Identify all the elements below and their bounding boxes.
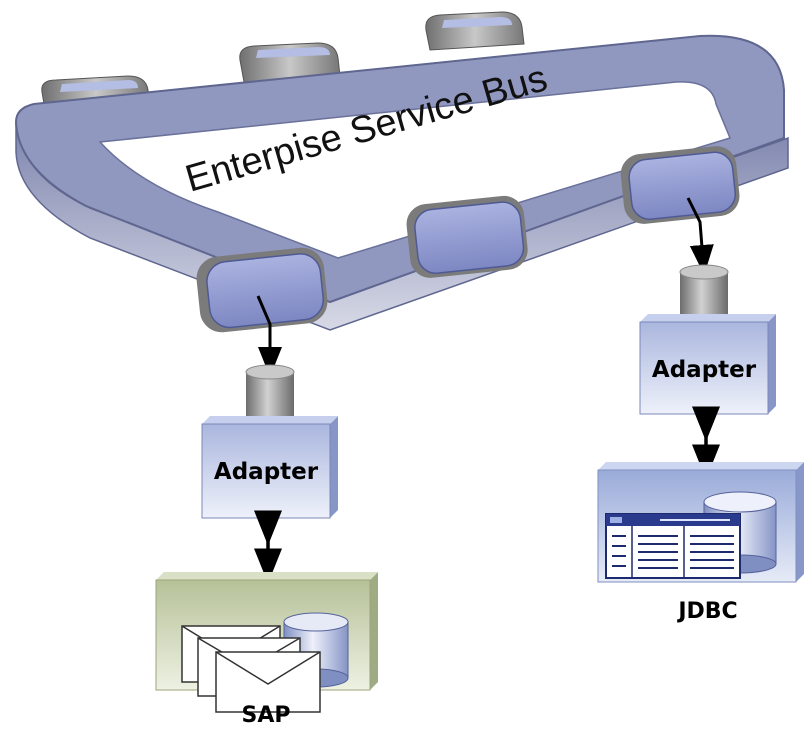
connector-left-port-to-adapter — [256, 295, 282, 377]
adapter-right-cylinder — [679, 264, 729, 328]
adapter-left-label: Adapter — [214, 459, 319, 485]
bus-port-front-right — [620, 146, 740, 224]
adapter-right: Adapter — [639, 264, 776, 415]
table-window-icon — [605, 513, 741, 579]
bus-port-front-middle — [406, 195, 528, 278]
bus-port-back-right — [425, 11, 525, 51]
adapter-right-box: Adapter — [639, 314, 776, 415]
jdbc-label: JDBC — [676, 599, 737, 624]
bus-label-panel — [98, 81, 732, 259]
jdbc-system: JDBC — [597, 462, 804, 624]
bus-port-back-middle — [239, 42, 341, 83]
bus-port-front-left — [196, 247, 328, 333]
adapter-right-label: Adapter — [652, 357, 757, 383]
sap-label: SAP — [242, 703, 291, 728]
adapter-left: Adapter — [201, 364, 338, 519]
adapter-left-box: Adapter — [201, 416, 338, 519]
envelopes-icon — [181, 625, 321, 713]
connector-right-port-to-adapter — [686, 197, 714, 275]
sap-system: SAP — [155, 572, 378, 728]
